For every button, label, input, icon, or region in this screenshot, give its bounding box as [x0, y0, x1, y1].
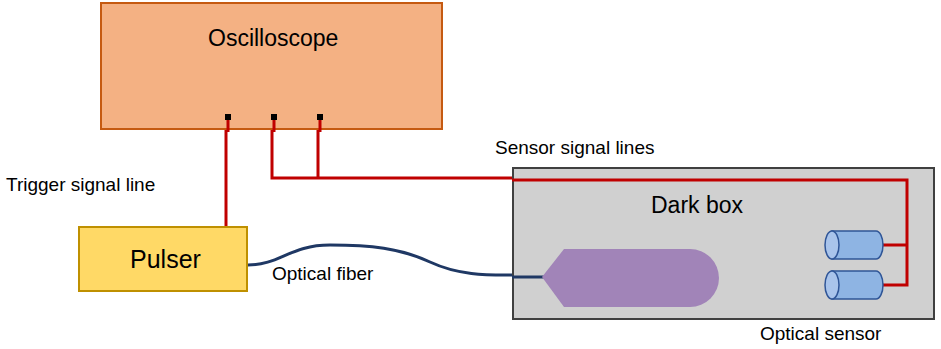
signal-stub — [273, 120, 276, 132]
node-title: Dark box — [651, 191, 743, 219]
signal-label: Sensor signal lines — [495, 137, 654, 159]
signal-line — [272, 130, 512, 178]
node-title: Oscilloscope — [208, 24, 338, 52]
input-terminal — [317, 114, 323, 120]
input-terminal — [225, 114, 231, 120]
signal-stub — [319, 120, 322, 132]
fiber-label: Optical fiber — [272, 263, 373, 285]
pulser-box: Pulser — [78, 226, 248, 292]
sensor-wire — [882, 244, 907, 247]
signal-stub — [227, 120, 230, 132]
dark-box-contents — [514, 169, 933, 318]
dark-box: Dark box — [512, 167, 935, 320]
input-terminal — [271, 114, 277, 120]
optical-sensor — [825, 231, 883, 259]
input-terminals — [102, 4, 441, 128]
sensor-wire — [512, 180, 907, 285]
optical-fiber-end — [512, 276, 544, 279]
sensor-label: Optical sensor — [760, 323, 881, 345]
light-diffuser — [542, 249, 719, 307]
oscilloscope-box: Oscilloscope — [100, 2, 443, 130]
node-title: Pulser — [130, 244, 201, 274]
signal-line — [225, 130, 228, 226]
optical-sensor — [825, 271, 883, 299]
signal-label: Trigger signal line — [6, 174, 155, 196]
